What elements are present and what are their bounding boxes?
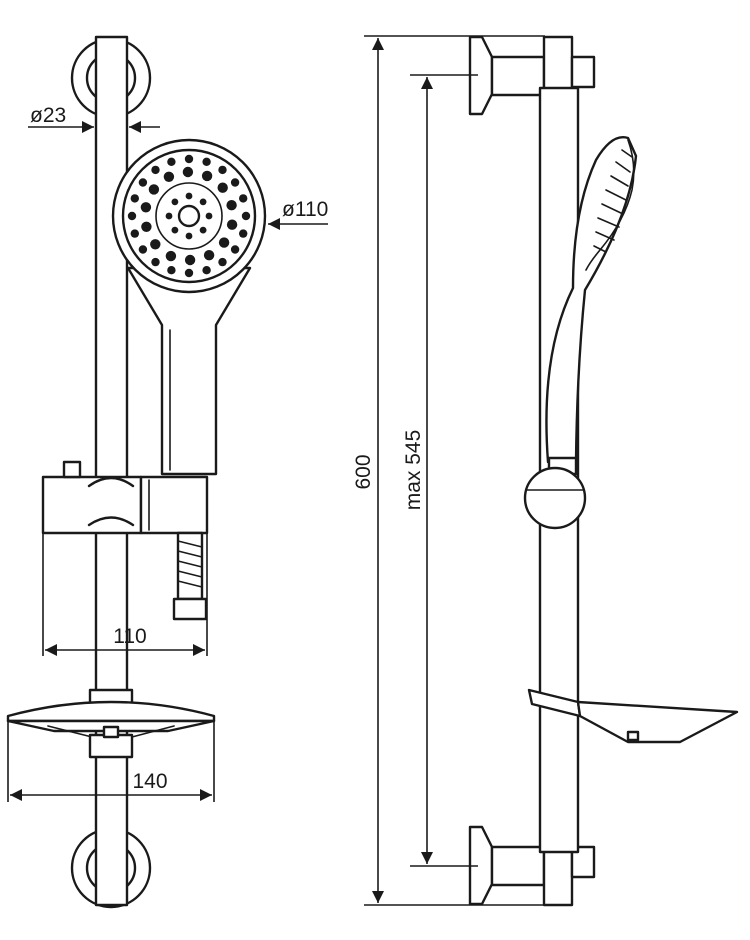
spray-nozzle (218, 257, 227, 267)
spray-nozzle (167, 157, 176, 166)
spray-nozzle (138, 178, 148, 187)
spray-nozzle (184, 154, 194, 164)
riser-bar (94, 35, 129, 907)
spray-nozzle (203, 250, 215, 261)
spray-nozzle (165, 212, 173, 220)
spray-nozzle (217, 182, 228, 193)
hand-shower-head (111, 138, 267, 294)
spray-nozzle (184, 268, 194, 278)
holder-width-label: 110 (113, 625, 146, 648)
spray-nozzle (182, 166, 194, 178)
side-bottom-bracket (468, 825, 596, 907)
spray-nozzle (130, 194, 139, 203)
spray-nozzle (171, 198, 179, 206)
hand-shower-handle (126, 266, 252, 476)
shower-hose (172, 531, 208, 621)
spray-nozzle (239, 194, 248, 203)
spray-nozzle (239, 229, 248, 238)
dimension-bar-diameter: ø23 (28, 104, 160, 133)
side-hand-shower (545, 136, 638, 476)
spray-nozzle (199, 198, 207, 206)
side-soap-dish (527, 688, 739, 744)
spray-nozzle (226, 219, 238, 230)
dish-width-label: 140 (132, 770, 167, 793)
spray-nozzle (201, 170, 213, 182)
dimension-holder-width: 110 (42, 533, 208, 656)
slide-range-label: max 545 (402, 430, 425, 511)
overall-height-label: 600 (352, 454, 375, 489)
soap-dish (6, 688, 216, 759)
spray-nozzle (202, 157, 211, 166)
side-slider-knob (523, 466, 587, 530)
spray-nozzle (184, 254, 196, 266)
spray-nozzles (127, 154, 251, 278)
head-diameter-label: ø110 (282, 198, 328, 221)
spray-nozzle (130, 229, 139, 238)
spray-nozzle (150, 239, 161, 250)
spray-nozzle (205, 212, 213, 220)
front-view: ø23 ø110 110 140 (6, 35, 328, 909)
spray-nozzle (151, 257, 160, 267)
spray-nozzle (167, 266, 176, 275)
spray-nozzle (185, 192, 193, 200)
slider-holder (41, 460, 209, 535)
spray-nozzle (163, 171, 175, 182)
spray-nozzle (241, 211, 251, 221)
spray-nozzle (230, 245, 240, 254)
spray-nozzle (151, 165, 160, 175)
spray-nozzle (218, 165, 227, 175)
spray-nozzle (230, 178, 240, 187)
spray-nozzle (165, 250, 177, 262)
dimension-overall-height: 600 (352, 35, 545, 906)
spray-nozzle (127, 211, 137, 221)
bar-diameter-label: ø23 (30, 104, 66, 127)
spray-nozzle (148, 184, 160, 195)
side-view: 600 max 545 (352, 35, 739, 907)
spray-nozzle (226, 200, 237, 211)
spray-nozzle (141, 221, 152, 232)
dimension-slide-range: max 545 (402, 74, 478, 867)
spray-nozzle (199, 226, 207, 234)
spray-nozzle (202, 266, 211, 275)
spray-nozzle (185, 232, 193, 240)
spray-nozzle (140, 202, 152, 213)
spray-nozzle (171, 226, 179, 234)
dimension-head-diameter: ø110 (268, 198, 328, 230)
spray-nozzle (218, 237, 230, 248)
dimension-dish-width: 140 (7, 721, 215, 802)
spray-nozzle (138, 245, 148, 254)
